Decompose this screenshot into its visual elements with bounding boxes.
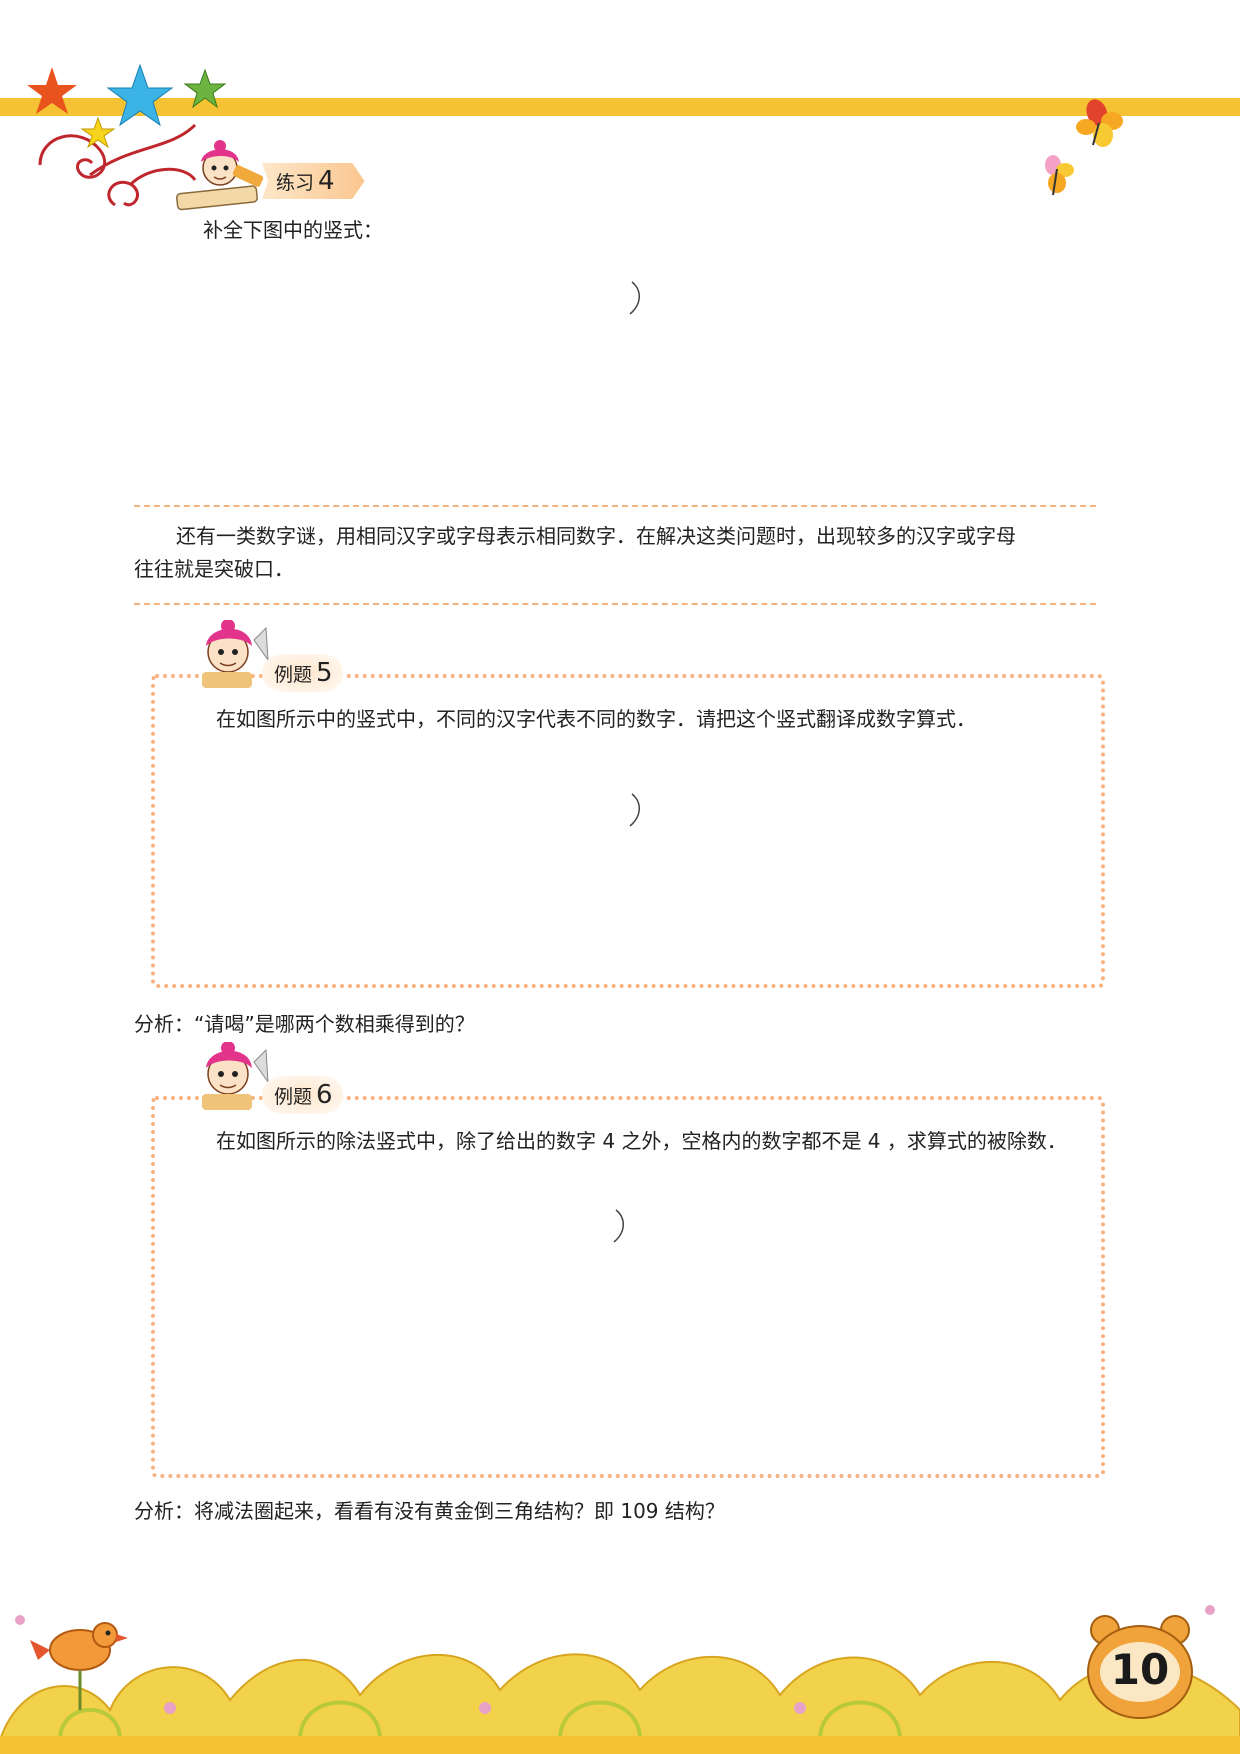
example6-analysis: 分析：将减法圈起来，看看有没有黄金倒三角结构？即 109 结构？	[134, 1499, 725, 1523]
example6-tag-label: 例题	[274, 1086, 313, 1108]
practice-tag-number: 4	[318, 166, 335, 196]
example6-problem: 在如图所示的除法竖式中，除了给出的数字 4 之外，空格内的数字都不是 4 ，求算…	[216, 1129, 1067, 1153]
butterfly-decoration	[1045, 99, 1123, 196]
intro-paragraph: 还有一类数字谜，用相同汉字或字母表示相同数字．在解决这类问题时，出现较多的汉字或…	[134, 520, 1114, 586]
footer-wave-decoration	[0, 1605, 1240, 1740]
example5-problem: 在如图所示中的竖式中，不同的汉字代表不同的数字．请把这个竖式翻译成数字算式．	[216, 707, 976, 731]
long-division-bracket-icon	[629, 281, 640, 315]
stars-swirl-decoration	[27, 63, 227, 207]
page-number-badge-icon	[1087, 1615, 1193, 1719]
intro-line-1: 还有一类数字谜，用相同汉字或字母表示相同数字．在解决这类问题时，出现较多的汉字或…	[176, 524, 1016, 548]
mascot-icon	[202, 620, 269, 688]
practice4-instruction: 补全下图中的竖式：	[203, 218, 383, 242]
example5-tag-label: 例题	[274, 664, 313, 686]
long-division-bracket-icon	[613, 1209, 624, 1243]
example5-box	[151, 674, 1105, 988]
long-division-bracket-icon	[629, 793, 640, 827]
page-number: 10	[1110, 1645, 1170, 1694]
footer-band	[0, 1736, 1240, 1754]
divider-bottom	[134, 603, 1096, 605]
intro-line-2: 往往就是突破口．	[134, 557, 294, 581]
divider-top	[134, 505, 1096, 507]
mascot-icon	[202, 1042, 269, 1110]
mascot-icon	[176, 140, 264, 211]
example5-analysis: 分析：“请喝”是哪两个数相乘得到的？	[134, 1012, 475, 1036]
header-band	[0, 98, 1240, 116]
example5-tag-number: 5	[316, 658, 333, 688]
practice-tag-label: 练习	[276, 172, 315, 194]
example6-box	[151, 1096, 1105, 1478]
example6-tag-number: 6	[316, 1080, 333, 1110]
bird-icon	[30, 1622, 128, 1710]
